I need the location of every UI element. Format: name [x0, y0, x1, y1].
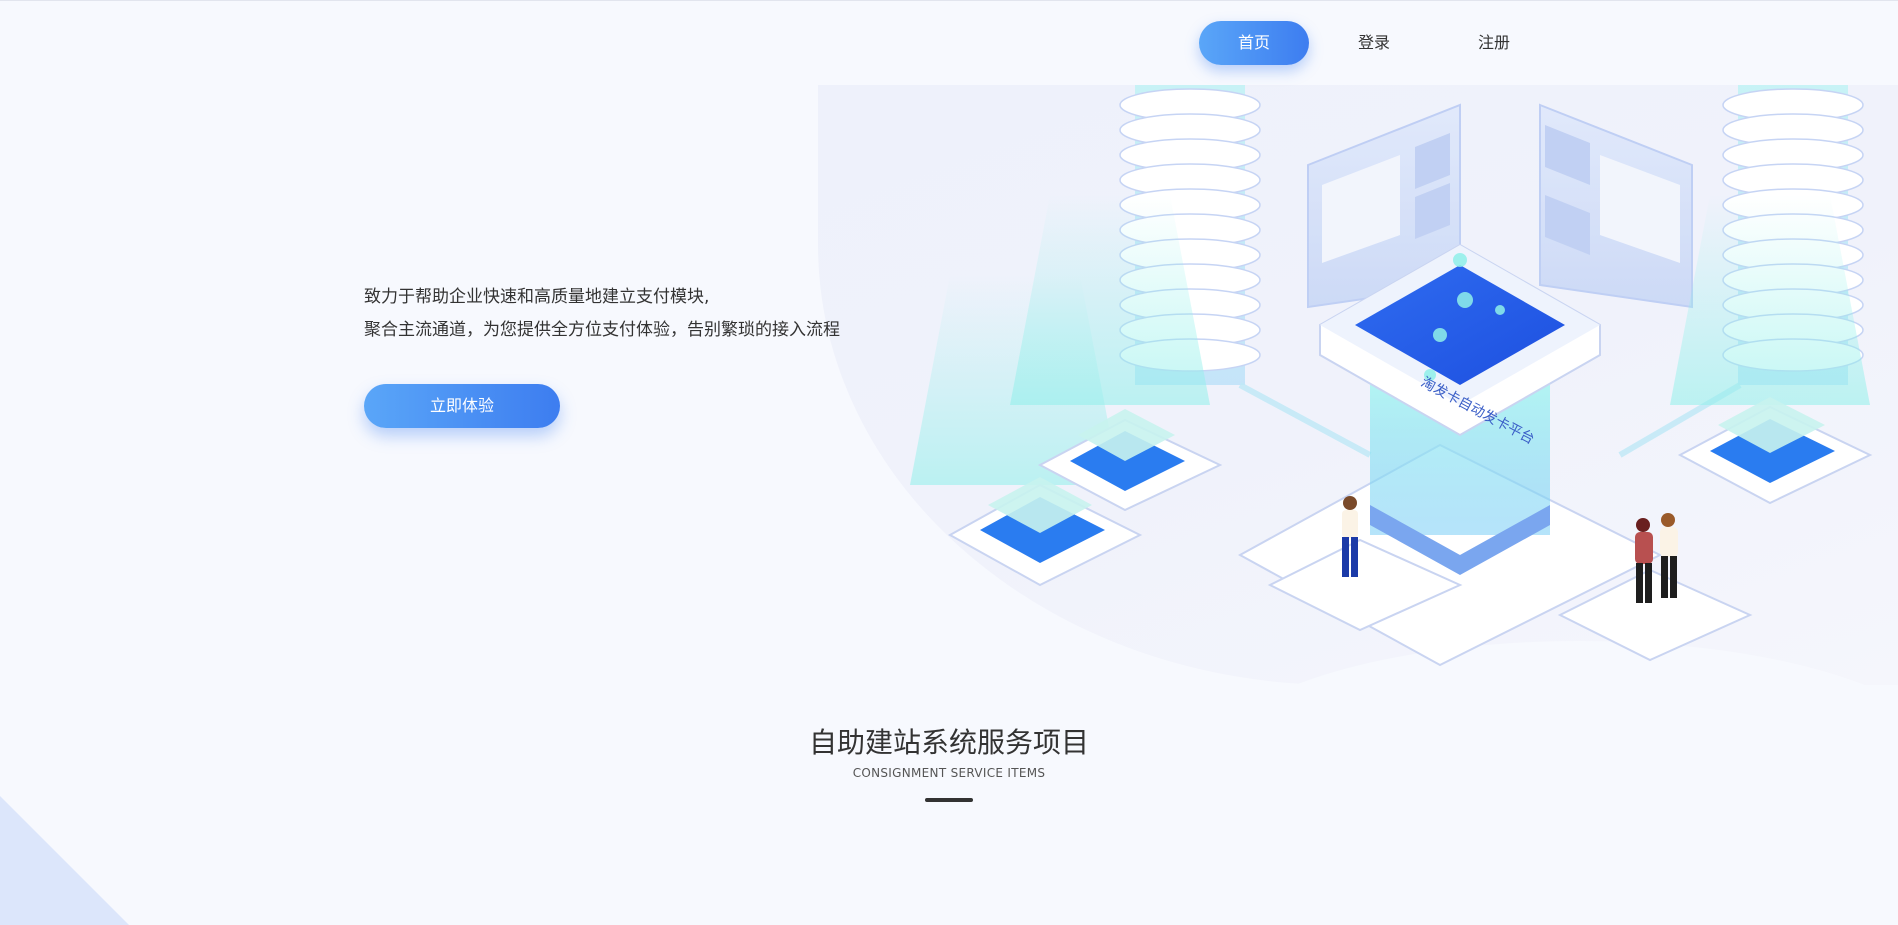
person-right-white	[1660, 513, 1678, 598]
pod-right-back	[1670, 195, 1873, 505]
try-now-button[interactable]: 立即体验	[364, 384, 560, 428]
hero-description: 致力于帮助企业快速和高质量地建立支付模块, 聚合主流通道，为您提供全方位支付体验…	[364, 281, 840, 347]
section-divider	[925, 798, 973, 802]
person-left	[1342, 496, 1358, 577]
top-nav: 首页 登录 注册	[1199, 21, 1559, 65]
nav-item-home[interactable]: 首页	[1199, 21, 1309, 65]
back-panel-right	[1539, 103, 1693, 309]
nav-item-login[interactable]: 登录	[1357, 33, 1390, 52]
section-title: 自助建站系统服务项目	[808, 726, 1089, 759]
nav-item-register[interactable]: 注册	[1477, 33, 1510, 52]
person-right-red	[1635, 518, 1653, 603]
pod-center-left	[1267, 538, 1463, 632]
hero-line-2: 聚合主流通道，为您提供全方位支付体验，告别繁琐的接入流程	[364, 320, 840, 340]
background-wave	[1200, 641, 1898, 901]
corner-decoration	[0, 796, 130, 925]
section-subtitle: CONSIGNMENT SERVICE ITEMS	[852, 766, 1046, 780]
server-platform-illustration: 淘发卡自动发卡平台	[910, 85, 1873, 667]
pod-left-back	[1010, 195, 1223, 512]
back-panel-left	[1307, 103, 1461, 309]
pod-center-right	[1557, 568, 1753, 662]
hero-line-1: 致力于帮助企业快速和高质量地建立支付模块,	[364, 287, 710, 307]
